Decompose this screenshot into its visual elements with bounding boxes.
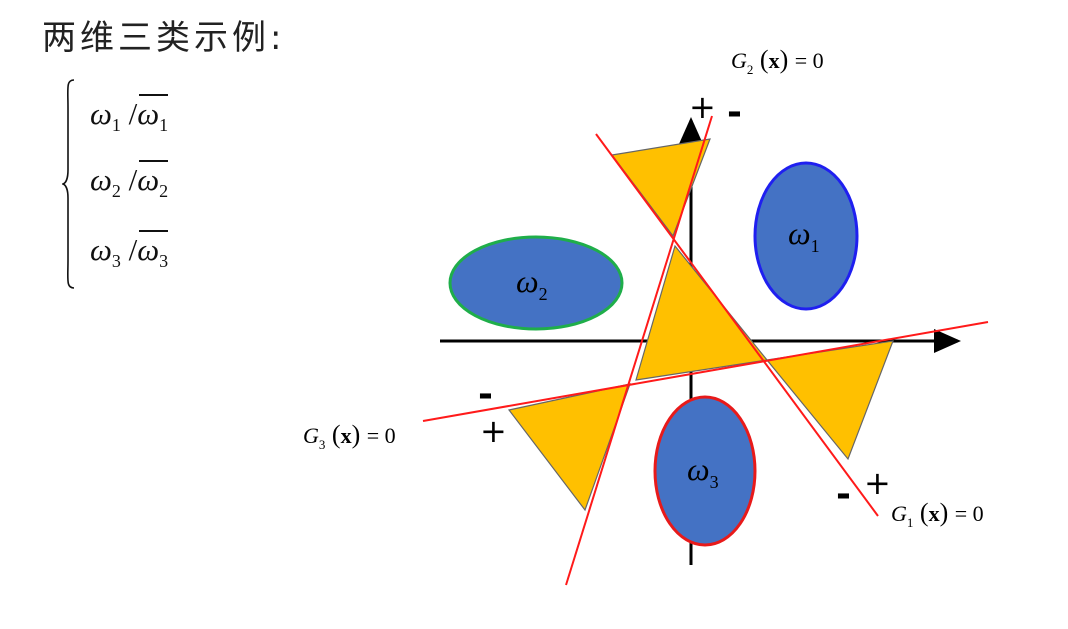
triangle-center — [635, 244, 769, 381]
equation-g1: G1 (x) = 0 — [891, 498, 984, 530]
sign-g3-minus: - — [478, 374, 493, 415]
class-subscript: 1 — [111, 115, 121, 136]
equation-g2: G2 (x) = 0 — [731, 45, 824, 77]
sign-g1-minus: - — [836, 474, 851, 515]
class-complement-symbol: ω — [137, 162, 160, 197]
sign-g2-minus: - — [727, 92, 742, 133]
class-subscript: 2 — [111, 181, 121, 202]
class-pair-1: ω1 /ω1 — [90, 93, 169, 136]
region-w3 — [653, 395, 757, 547]
line-g1 — [595, 133, 879, 517]
class-complement-subscript: 2 — [159, 181, 169, 202]
equation-g3: G3 (x) = 0 — [303, 420, 396, 452]
region-w1 — [753, 161, 859, 311]
sign-g3-plus: + — [480, 412, 507, 450]
class-complement-symbol: ω — [137, 96, 160, 131]
brace-icon — [62, 79, 75, 289]
class-subscript: 3 — [111, 251, 121, 272]
class-pair-2: ω2 /ω2 — [90, 159, 169, 202]
class-symbol: ω — [90, 96, 112, 131]
class-pair-3: ω3 /ω3 — [90, 229, 169, 272]
label-w3: ω3 — [687, 451, 719, 492]
label-w2: ω2 — [516, 263, 548, 304]
line-g3 — [422, 321, 989, 422]
label-w1: ω1 — [788, 215, 820, 256]
class-symbol: ω — [90, 232, 112, 267]
region-w2 — [448, 235, 624, 331]
class-complement-symbol: ω — [137, 232, 160, 267]
class-symbol: ω — [90, 162, 112, 197]
sign-g1-plus: + — [864, 464, 891, 502]
class-complement-subscript: 1 — [159, 115, 169, 136]
line-g2 — [565, 115, 713, 586]
triangle-right — [765, 340, 894, 461]
triangle-left — [507, 383, 631, 512]
slide-title: 两维三类示例: — [42, 18, 286, 58]
class-complement-subscript: 3 — [159, 251, 169, 272]
sign-g2-plus: + — [689, 88, 716, 126]
